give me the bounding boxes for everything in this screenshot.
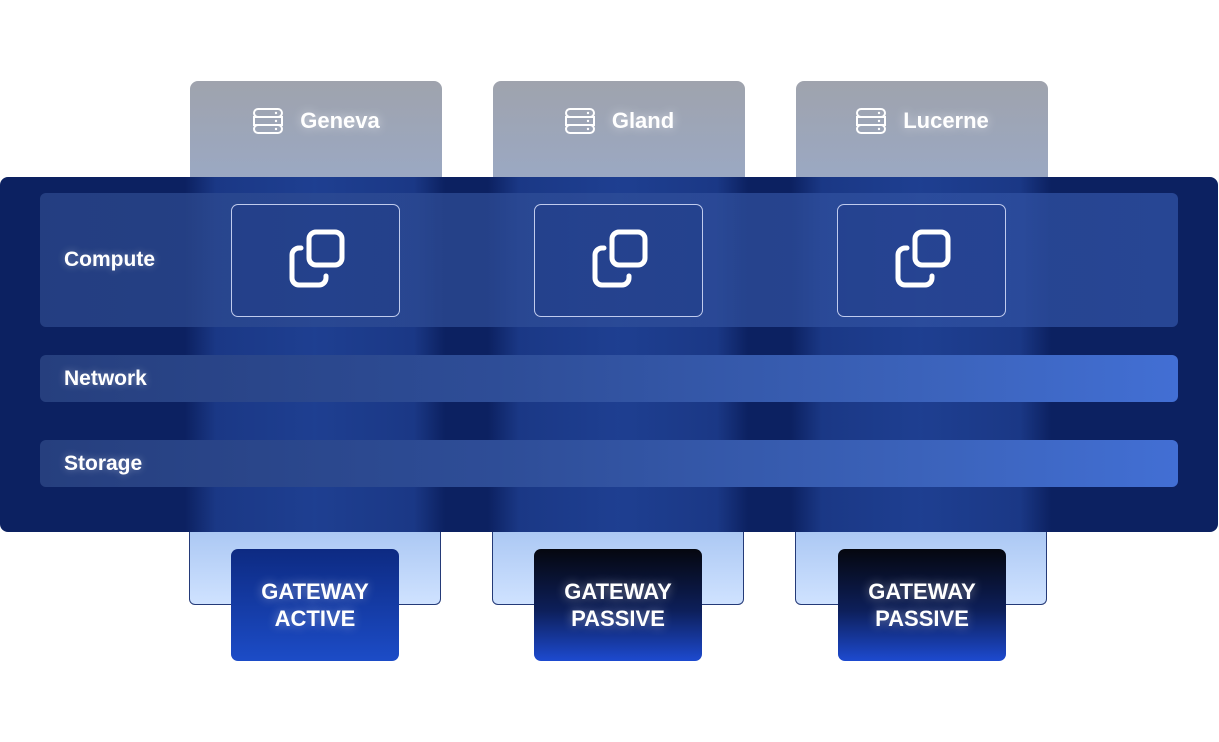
site-header-lucerne: Lucerne [796,81,1048,191]
vm-box-geneva [231,204,400,317]
site-name-geneva: Geneva [300,108,380,133]
vm-box-gland [534,204,703,317]
site-header-geneva: Geneva [190,81,442,191]
server-icon [253,108,284,134]
gateway-gland: GATEWAY PASSIVE [534,549,702,661]
gateway-title: GATEWAY [868,579,976,604]
gateway-status: PASSIVE [571,606,665,631]
gateway-geneva: GATEWAY ACTIVE [231,549,399,661]
server-icon [564,108,595,134]
storage-layer: Storage [40,440,1178,487]
copy-vm-icon [289,229,344,287]
compute-label: Compute [64,248,155,271]
compute-layer: Compute [40,193,1178,327]
platform-panel: Compute Network Storage [0,177,1218,532]
gateway-status: ACTIVE [274,606,356,631]
gateway-title: GATEWAY [261,579,369,604]
copy-vm-icon [895,229,950,287]
site-header-gland: Gland [493,81,745,191]
storage-label: Storage [64,451,143,475]
site-name-lucerne: Lucerne [903,108,989,133]
server-icon [856,108,887,134]
vm-box-lucerne [837,204,1006,317]
network-layer: Network [40,355,1178,402]
gateway-title: GATEWAY [564,579,672,604]
gateway-lucerne: GATEWAY PASSIVE [838,549,1006,661]
network-label: Network [64,366,147,390]
copy-vm-icon [592,229,647,287]
gateway-status: PASSIVE [875,606,969,631]
site-name-gland: Gland [611,108,675,133]
